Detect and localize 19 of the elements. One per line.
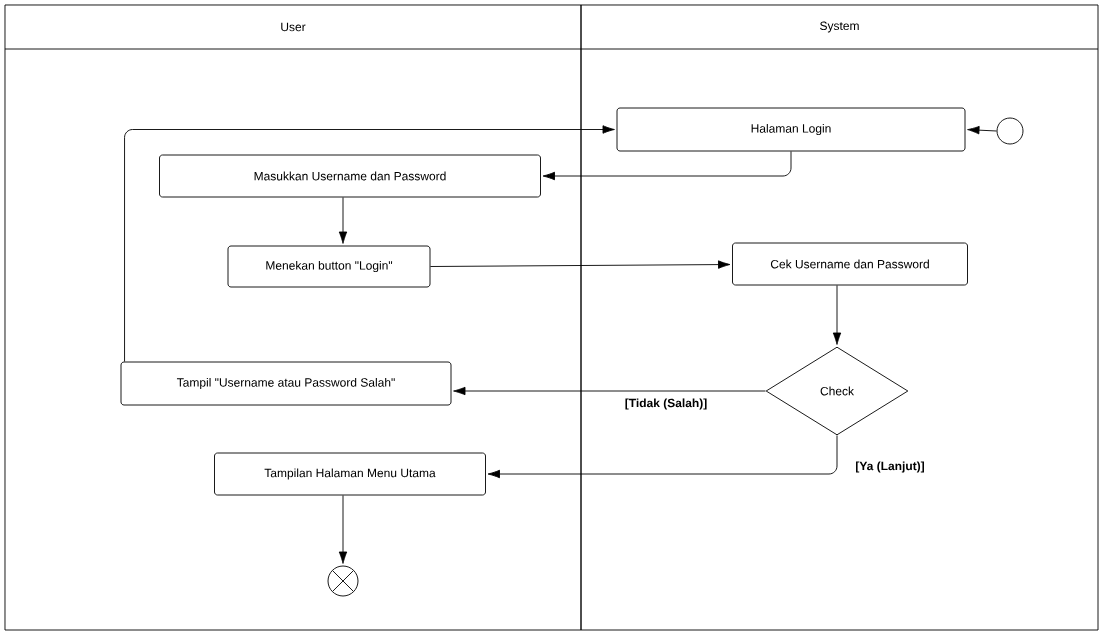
final-node: [327, 565, 359, 597]
arrow: [430, 260, 731, 269]
arrow: [453, 386, 766, 396]
activity-box: Masukkan Username dan Password: [159, 154, 541, 198]
arrow: [338, 197, 348, 244]
arrow: [542, 151, 792, 181]
activity-box: Tampilan Halaman Menu Utama: [214, 452, 486, 496]
arrow: [338, 495, 348, 564]
arrow: [832, 285, 842, 345]
activity-box: Halaman Login: [616, 107, 966, 152]
edge-label: [Tidak (Salah)]: [623, 397, 709, 411]
initial-node: [996, 117, 1024, 145]
arrow: [967, 125, 997, 135]
arrow: [487, 435, 838, 479]
edge-label: [Ya (Lanjut)]: [854, 460, 926, 474]
activity-box: Tampil "Username atau Password Salah": [120, 361, 452, 406]
activity-box: Menekan button "Login": [227, 245, 431, 288]
activity-box: Cek Username dan Password: [732, 242, 968, 286]
arrow: [124, 125, 615, 362]
